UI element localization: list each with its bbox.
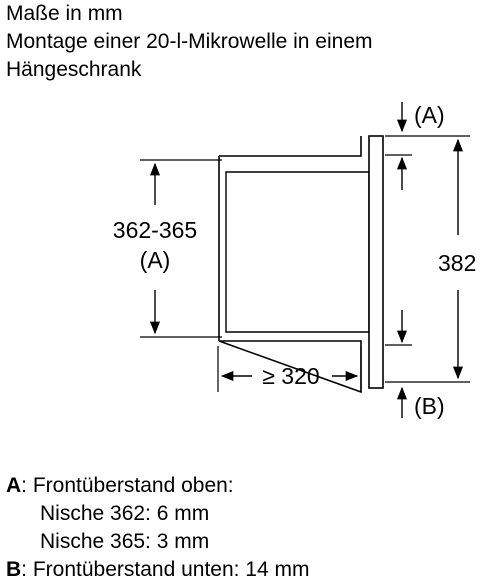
height-dimension-ref: (A) <box>140 247 171 273</box>
legend-b: B: Frontüberstand unten: 14 mm <box>6 558 310 582</box>
diagram-title: Montage einer 20-l-Mikrowelle in einem <box>6 30 373 53</box>
legend-b-text: : Frontüberstand unten: 14 mm <box>21 558 310 581</box>
legend-b-key: B <box>6 558 22 581</box>
cabinet-outline <box>218 136 370 394</box>
depth-dimension-value: ≥ 320 <box>262 363 319 389</box>
legend-a-line3: Nische 365: 3 mm <box>40 530 210 553</box>
legend-a-text: : Frontüberstand oben: <box>21 474 234 497</box>
diagram-subtitle: Hängeschrank <box>6 58 142 81</box>
extension-lines <box>140 135 470 392</box>
legend-a: A: Frontüberstand oben: <box>6 474 234 498</box>
unit-note: Maße in mm <box>6 2 123 25</box>
cabinet-front-panel <box>368 135 384 389</box>
height-dimension-value: 362-365 <box>113 217 197 243</box>
installation-drawing: 362-365 (A) 382 (A) (B) ≥ 320 <box>113 102 476 419</box>
label-b: (B) <box>414 393 445 419</box>
legend-a-key: A <box>6 474 22 497</box>
legend-a-line2: Nische 362: 6 mm <box>40 502 210 525</box>
label-a: (A) <box>414 102 445 128</box>
total-height-value: 382 <box>438 250 476 276</box>
